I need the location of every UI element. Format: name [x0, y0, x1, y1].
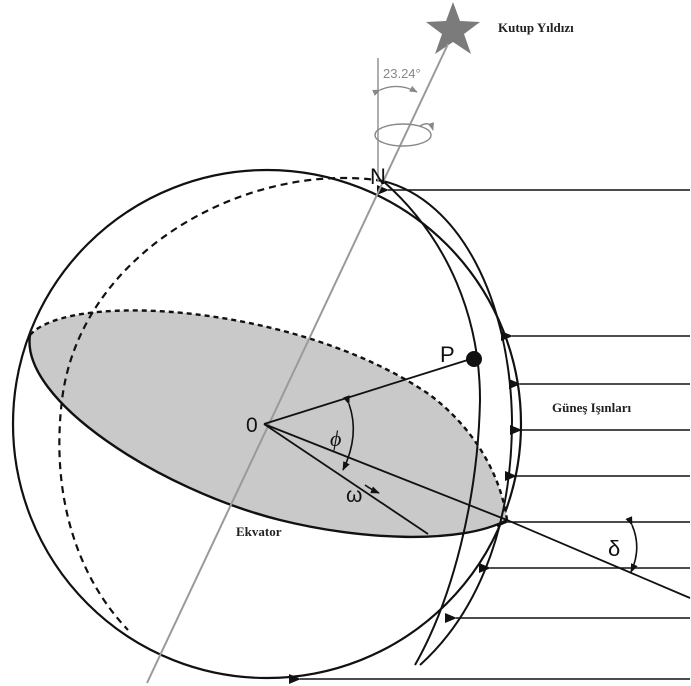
north-pole-label: N — [370, 164, 386, 189]
sun-rays — [289, 185, 690, 684]
hour-angle-arc — [364, 484, 380, 494]
radius-to-terminator — [263, 423, 508, 521]
meridian-through-p — [382, 180, 482, 666]
rotation-ellipse — [374, 123, 432, 147]
rotation-arrow — [419, 122, 434, 131]
polaris-label: Kutup Yıldızı — [498, 20, 574, 35]
sun-rays-label: Güneş Işınları — [552, 400, 631, 415]
terminator-meridian — [382, 180, 514, 666]
sun-direction-line — [506, 519, 691, 599]
point-p-label: P — [440, 342, 455, 367]
radius-to-meridian — [263, 423, 429, 535]
polaris-star-icon — [426, 2, 480, 54]
declination-angle-arc — [625, 516, 638, 573]
origin-label: 0 — [246, 414, 258, 437]
declination-label: δ — [608, 536, 620, 561]
hidden-meridian — [58, 176, 384, 631]
earth-sphere — [11, 168, 523, 680]
hour-angle-label: ω — [346, 484, 362, 507]
radius-to-p — [263, 357, 475, 425]
latitude-angle-arc — [342, 395, 355, 471]
equator-label: Ekvator — [236, 524, 282, 539]
latitude-label: ϕ — [330, 426, 341, 451]
equator-front-edge — [28, 334, 508, 539]
point-p-marker — [466, 351, 482, 367]
tilt-angle-arc — [372, 85, 418, 96]
earth-axis — [146, 43, 449, 684]
tilt-angle-label: 23.24° — [383, 66, 421, 81]
